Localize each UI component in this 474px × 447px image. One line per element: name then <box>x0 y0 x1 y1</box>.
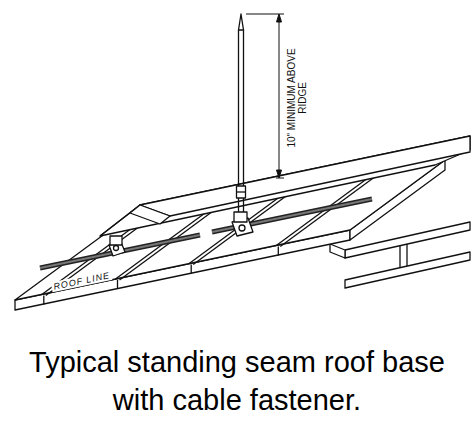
air-terminal-rod <box>237 14 246 212</box>
dimension-line <box>246 14 284 178</box>
seam-end <box>117 280 118 289</box>
dimension-label: 10" MINIMUM ABOVE RIDGE <box>286 42 308 154</box>
seam-end <box>43 295 44 304</box>
ridge-cap <box>100 136 470 236</box>
roof-panel <box>15 160 445 300</box>
seam-line <box>46 225 141 295</box>
conductor-cable <box>40 199 372 268</box>
caption: Typical standing seam roof base with cab… <box>17 343 457 419</box>
seam-end <box>191 265 192 274</box>
seam-end <box>278 246 279 255</box>
rod-base-clamp <box>232 212 253 236</box>
cable-clamp <box>109 236 125 256</box>
